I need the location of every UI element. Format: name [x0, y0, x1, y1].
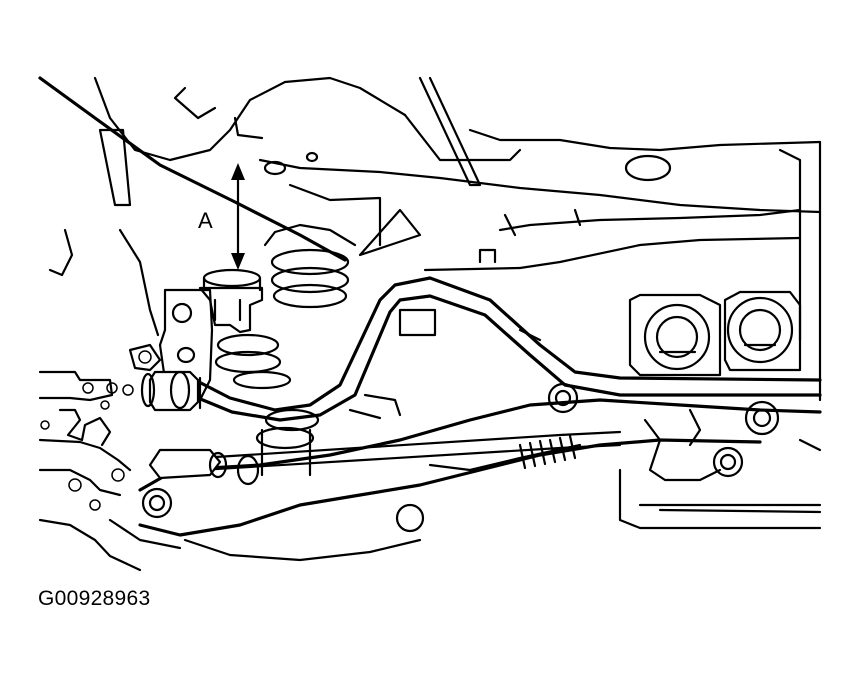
body-panel-edge [38, 76, 407, 337]
fasteners [348, 308, 542, 420]
frame-upper [258, 76, 822, 402]
stabilizer-link [140, 370, 200, 412]
figure-id: G00928963 [38, 587, 151, 610]
tie-rod [148, 430, 622, 486]
dimension-arrow [231, 163, 245, 270]
coil-spring [214, 223, 357, 477]
lower-control-arm [138, 398, 822, 562]
dimension-label: A [198, 208, 213, 233]
right-lower-assembly [618, 400, 822, 530]
mounting-bracket [158, 268, 264, 402]
arm-bushings [547, 290, 802, 414]
hub-cluster [38, 343, 182, 572]
